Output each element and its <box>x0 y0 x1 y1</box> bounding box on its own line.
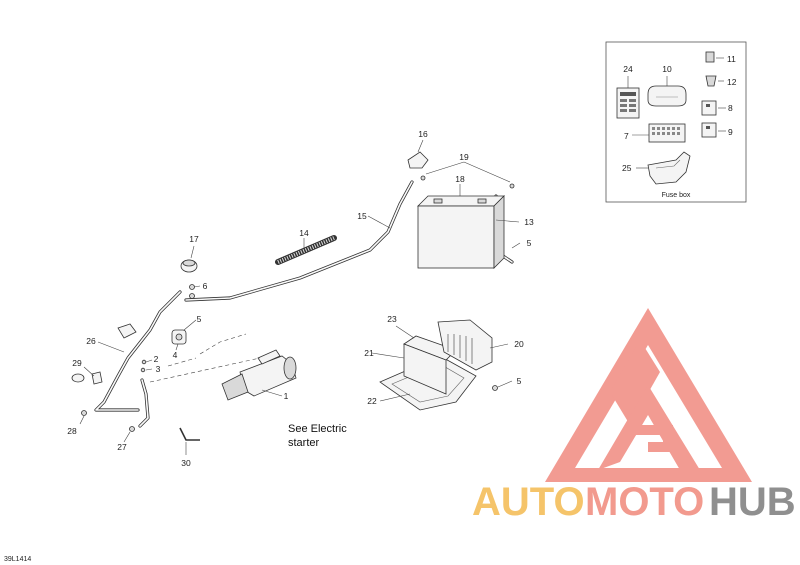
cable-ground <box>138 378 150 428</box>
callout-16: 16 <box>418 129 428 139</box>
callout-30: 30 <box>181 458 191 468</box>
bolt-28 <box>81 410 87 416</box>
cable-clip <box>71 371 103 385</box>
watermark-hub: HUB <box>709 480 796 524</box>
fuse-block <box>648 123 686 143</box>
watermark-moto: MOTO <box>585 480 704 524</box>
callout-15: 15 <box>357 211 367 221</box>
callout-11: 11 <box>727 54 736 64</box>
cable-negative <box>94 290 182 412</box>
starter-note-line1: See Electric <box>288 423 347 435</box>
battery-cover <box>437 319 493 371</box>
callout-25: 25 <box>622 163 632 173</box>
callout-19: 19 <box>459 152 469 162</box>
tray-bolt <box>492 385 498 391</box>
fuse-chart-card <box>616 87 640 119</box>
relay-upper <box>701 100 717 116</box>
watermark-auto: AUTO <box>472 480 585 524</box>
starter-note-line2: starter <box>288 437 320 449</box>
watermark-logo <box>545 308 752 482</box>
cable-sleeve <box>275 235 337 265</box>
fuse-medium <box>705 75 717 87</box>
callout-7: 7 <box>624 131 629 141</box>
fuse-box-cover <box>647 85 687 107</box>
callout-29: 29 <box>72 358 82 368</box>
callout-22: 22 <box>367 396 377 406</box>
fuse-box-caption: Fuse box <box>662 192 691 199</box>
callout-12: 12 <box>727 77 737 87</box>
electric-starter <box>221 349 297 401</box>
callout-18: 18 <box>455 174 465 184</box>
callout-5-tray: 5 <box>517 376 522 386</box>
callout-17: 17 <box>189 234 199 244</box>
terminal-cover <box>407 151 429 169</box>
diagram-code: 39L1414 <box>4 556 31 563</box>
wire-30 <box>179 427 200 441</box>
callout-1: 1 <box>284 391 289 401</box>
callout-6: 6 <box>203 281 208 291</box>
callout-27: 27 <box>117 442 127 452</box>
solenoid <box>171 329 187 345</box>
callout-9: 9 <box>728 127 733 137</box>
battery-screws <box>420 175 515 189</box>
callout-28: 28 <box>67 426 77 436</box>
callout-5-solenoid: 5 <box>197 314 202 324</box>
callout-26: 26 <box>86 336 96 346</box>
callout-21: 21 <box>364 348 374 358</box>
fuse-box-bracket <box>647 151 691 185</box>
grommet <box>117 323 137 339</box>
washer-hardware <box>140 359 147 373</box>
starter-relay <box>180 259 198 273</box>
leader-lines <box>79 139 521 455</box>
callout-4: 4 <box>173 350 178 360</box>
callout-2: 2 <box>154 354 159 364</box>
cable-main <box>184 180 414 302</box>
callout-23: 23 <box>387 314 397 324</box>
fuse-box-inset <box>605 41 747 203</box>
callout-24: 24 <box>623 64 633 74</box>
callout-8: 8 <box>728 103 733 113</box>
battery <box>417 195 505 269</box>
callout-20: 20 <box>514 339 524 349</box>
callout-5-battery: 5 <box>527 238 532 248</box>
fuse-small <box>705 51 715 63</box>
nut-6 <box>189 284 195 299</box>
callout-3: 3 <box>156 364 161 374</box>
bolt-27 <box>129 426 135 432</box>
callout-13: 13 <box>524 217 534 227</box>
relay-lower <box>701 122 717 138</box>
callout-10: 10 <box>662 64 672 74</box>
callout-14: 14 <box>299 228 309 238</box>
